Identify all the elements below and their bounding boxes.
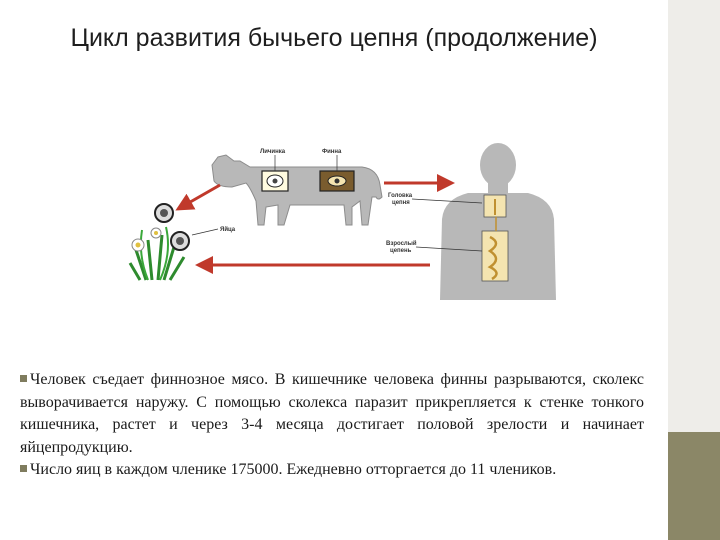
larva-icon — [261, 170, 289, 192]
egg-icon — [170, 231, 190, 251]
finna-icon — [319, 170, 355, 192]
grass-plant-illustration — [128, 226, 186, 281]
cow-illustration — [211, 154, 383, 226]
egg-icon — [154, 203, 174, 223]
paragraph: Число яиц в каждом членике 175000. Ежедн… — [20, 459, 644, 482]
label-adult-2: цепень — [390, 248, 412, 254]
label-finna: Финна — [322, 149, 342, 155]
paragraph: Человек съедает финнозное мясо. В кишечн… — [20, 369, 644, 459]
paragraph-text: Число яиц в каждом членике 175000. Ежедн… — [30, 461, 557, 478]
label-head-2: цепня — [392, 200, 410, 206]
slide-title: Цикл развития бычьего цепня (продолжение… — [70, 24, 598, 52]
side-accent-bar — [668, 432, 720, 540]
label-larva: Личинка — [260, 149, 286, 155]
bullet-icon — [20, 375, 27, 382]
side-panel — [668, 0, 720, 432]
body-text: Человек съедает финнозное мясо. В кишечн… — [20, 369, 644, 482]
label-eggs: Яйца — [220, 226, 236, 233]
label-head: Головка — [388, 193, 413, 199]
label-adult: Взрослый — [386, 240, 417, 247]
life-cycle-figure: Яйца Личинка Финна — [128, 143, 556, 300]
bullet-icon — [20, 465, 27, 472]
tapeworm-icon — [481, 194, 509, 282]
arrow-eggs-to-cow — [175, 183, 221, 211]
paragraph-text: Человек съедает финнозное мясо. В кишечн… — [20, 371, 644, 456]
